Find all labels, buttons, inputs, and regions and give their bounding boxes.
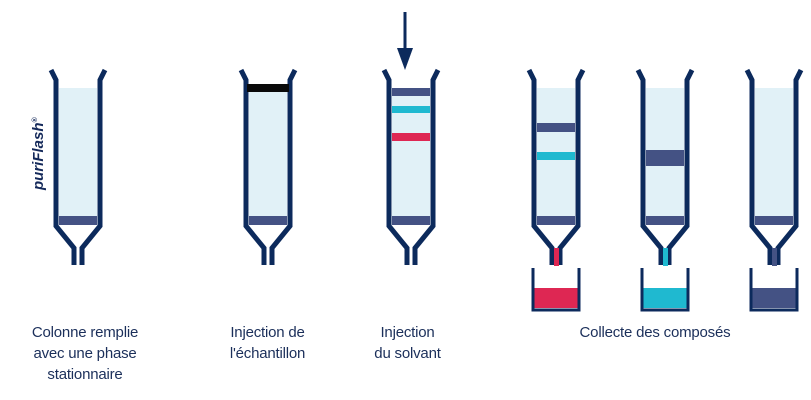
column-packed [51,70,105,265]
band-red [392,133,430,141]
column-sample-injected [241,70,295,265]
label-collection: Collecte des composés [579,324,731,341]
column-collect-red [529,70,583,266]
band-cyan [537,152,575,160]
beaker-navy [749,268,799,312]
column-collect-cyan [638,70,692,266]
column-solvent-injected [384,70,438,265]
label-sample-injection: Injection de l'échantillon [229,324,306,362]
beaker-red [531,268,581,312]
sample-band [247,84,289,92]
label-column: Colonne remplie avec une phase stationna… [31,324,139,383]
band-navy [392,88,430,96]
band-navy [537,123,575,132]
beaker-cyan [640,268,690,312]
arrow-down-icon [397,12,413,70]
brand-logo: puriFlash® [30,117,47,190]
band-navy [646,150,684,166]
column-collect-navy [747,70,801,266]
band-cyan [392,106,430,113]
label-solvent-injection: Injection du solvant [374,324,441,362]
